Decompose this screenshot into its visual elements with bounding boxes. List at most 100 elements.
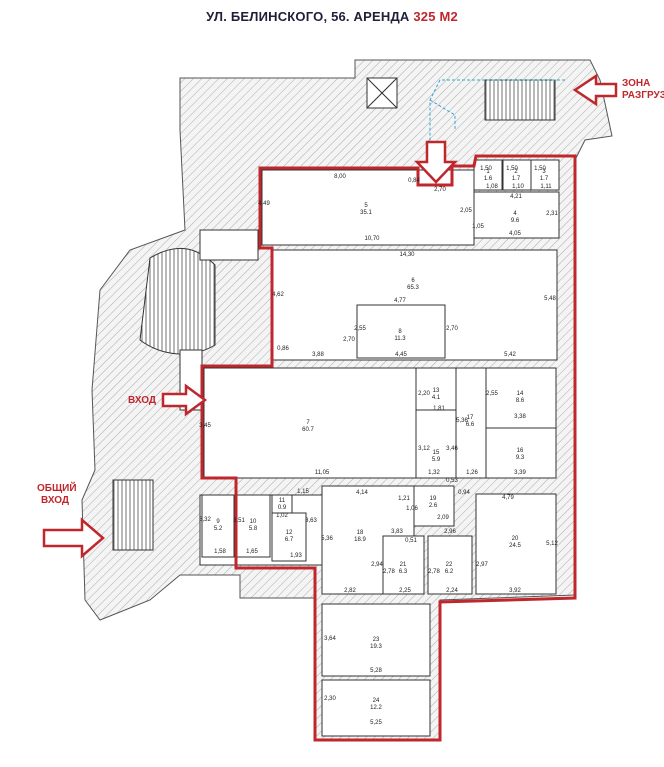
dimension-label: 1,02	[276, 513, 288, 519]
dimension-label: 2,24	[446, 588, 458, 594]
room-area: 8.6	[516, 398, 525, 404]
dimension-label: 1,81	[433, 406, 445, 412]
dimension-label: 2,31	[546, 211, 558, 217]
dimension-label: 2,70	[446, 326, 458, 332]
dimension-label: 1,32	[428, 470, 440, 476]
dimension-label: 3,39	[514, 470, 526, 476]
dimension-label: 1,21	[398, 496, 410, 502]
dimension-label: 5,12	[546, 541, 558, 547]
room-number: 3	[542, 169, 546, 175]
dimension-label: 0,84	[408, 178, 420, 184]
dimension-label: 14,30	[399, 252, 415, 258]
room-number: 16	[517, 448, 524, 454]
common-entrance-label-1: ОБЩИЙ	[37, 481, 77, 494]
room-number: 9	[216, 519, 220, 525]
dimension-label: 3,12	[418, 446, 430, 452]
room-area: 6.7	[285, 537, 294, 543]
dimension-label: 1,11	[540, 184, 552, 190]
room-area: 1.7	[512, 176, 521, 182]
dimension-label: 1,06	[406, 506, 418, 512]
room-number: 21	[400, 562, 407, 568]
entrance-label: ВХОД	[128, 395, 156, 406]
dimension-label: 1,93	[290, 553, 302, 559]
arrow-icons	[42, 73, 618, 559]
dimension-label: 2,96	[444, 529, 456, 535]
room-number: 20	[512, 536, 519, 542]
dimension-label: 5,36	[456, 418, 468, 424]
room-number: 10	[250, 519, 257, 525]
dimension-label: 1,10	[512, 184, 524, 190]
room-number: 14	[517, 391, 524, 397]
dimension-label: 0,94	[458, 490, 470, 496]
dimension-label: 3,51	[233, 518, 245, 524]
entrance-arrow-icon	[161, 383, 208, 417]
zone-label-2: РАЗГРУЗ	[622, 90, 664, 101]
dimension-label: 4,45	[395, 352, 407, 358]
dimension-label: 2,70	[434, 187, 446, 193]
room-area: 5.8	[249, 526, 258, 532]
dimension-label: 3,64	[324, 636, 336, 642]
dimension-label: 1,50	[480, 166, 492, 172]
dimension-label: 2,09	[437, 515, 449, 521]
dimension-label: 2,25	[399, 588, 411, 594]
room-area: 65.3	[407, 285, 419, 291]
room-area: 1.6	[484, 176, 493, 182]
dimension-label: 10,70	[364, 236, 380, 242]
room-number: 23	[373, 637, 380, 643]
dimension-label: 2,20	[418, 391, 430, 397]
dimension-label: 4,77	[394, 298, 406, 304]
dimension-label: 2,30	[324, 696, 336, 702]
dimension-label: 2,55	[486, 391, 498, 397]
dimension-label: 5,42	[504, 352, 516, 358]
dimension-label: 4,05	[509, 231, 521, 237]
loading-down-arrow-icon	[414, 140, 458, 184]
room-area: 4.1	[432, 395, 441, 401]
room-area: 35.1	[360, 210, 372, 216]
lease-boundary	[200, 154, 577, 742]
room-number: 11	[279, 498, 286, 504]
room-area: 60.7	[302, 427, 314, 433]
dimension-label: 1,05	[472, 224, 484, 230]
room-area: 12.2	[370, 705, 382, 711]
dimension-label: 3,63	[305, 518, 317, 524]
dimension-label: 2,05	[460, 208, 472, 214]
room-number: 1	[486, 169, 490, 175]
dimension-label: 4,79	[502, 495, 514, 501]
room-area: 6.3	[399, 569, 408, 575]
dimension-label: 0,86	[277, 346, 289, 352]
room-number: 15	[433, 450, 440, 456]
dimension-label: 3,92	[509, 588, 521, 594]
dimension-label: 4,49	[258, 201, 270, 207]
dimension-label: 2,55	[354, 326, 366, 332]
room-area: 9.6	[511, 218, 520, 224]
rooms	[201, 159, 560, 737]
dimension-label: 8,00	[334, 174, 346, 180]
room-area: 5.9	[432, 457, 441, 463]
dimension-label: 5,25	[370, 720, 382, 726]
room-number: 5	[364, 203, 368, 209]
dimension-label: 1,50	[506, 166, 518, 172]
room-labels: 535.111.621.731.749.6665.3811.3760.7134.…	[214, 169, 549, 711]
room-number: 24	[373, 698, 380, 704]
dimension-label: 2,94	[371, 562, 383, 568]
room-number: 19	[430, 496, 437, 502]
plan-title-text: УЛ. БЕЛИНСКОГО, 56. АРЕНДА	[206, 9, 414, 24]
plan-labels: ЗОНА РАЗГРУЗ ВХОД ОБЩИЙ ВХОД	[37, 78, 664, 506]
dimension-label: 4,14	[356, 490, 368, 496]
zone-label: ЗОНА	[622, 78, 650, 89]
room-area: 19.3	[370, 644, 382, 650]
room-area: 5.2	[214, 526, 223, 532]
dimension-label: 3,38	[514, 414, 526, 420]
dimension-label: 3,83	[391, 529, 403, 535]
room-area: 0.9	[278, 505, 287, 511]
room-number: 6	[411, 278, 415, 284]
dimension-label: 5,28	[370, 668, 382, 674]
dimension-label: 3,46	[446, 446, 458, 452]
room-number: 18	[357, 530, 364, 536]
room-area: 1.7	[540, 176, 549, 182]
room-number: 7	[306, 420, 310, 426]
dimension-label: 4,62	[272, 292, 284, 298]
zone-arrow-icon	[572, 73, 618, 107]
